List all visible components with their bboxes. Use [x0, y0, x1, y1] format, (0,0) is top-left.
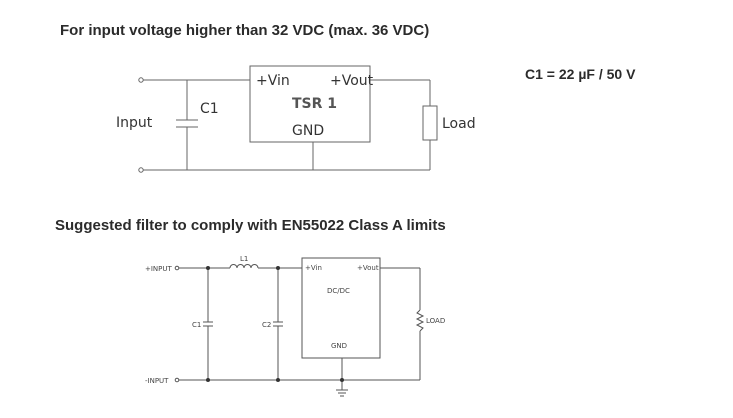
l1-label: L1: [240, 255, 248, 263]
input-terminal-top: [138, 77, 144, 83]
minus-input-terminal: [174, 377, 180, 383]
junction-dot: [276, 266, 280, 270]
module2-name: DC/DC: [327, 287, 350, 295]
capacitor-spec-note: C1 = 22 µF / 50 V: [525, 66, 636, 82]
input-label: Input: [116, 115, 153, 131]
junction-dot: [206, 266, 210, 270]
module-name: TSR 1: [292, 96, 337, 112]
circuit-2: [174, 257, 425, 397]
plus-input-terminal: [174, 265, 180, 271]
tsr1-module-box: [249, 65, 371, 143]
module-vin-label: +Vin: [256, 73, 290, 89]
c1-label: C1: [200, 101, 219, 117]
input-terminal-bottom: [138, 167, 144, 173]
junction-dot: [340, 378, 344, 382]
module2-vin-label: +Vin: [305, 264, 322, 272]
load-resistor-2: [415, 309, 425, 332]
junction-dots: [206, 266, 344, 382]
load-label-2: LOAD: [426, 317, 445, 325]
junction-dot: [276, 378, 280, 382]
inductor-l1: [229, 264, 259, 269]
load-label: Load: [442, 116, 476, 132]
heading-emc-filter: Suggested filter to comply with EN55022 …: [55, 217, 446, 234]
module-gnd-label: GND: [292, 123, 324, 139]
module2-vout-label: +Vout: [357, 264, 379, 272]
minus-input-label: -INPUT: [145, 377, 169, 385]
module-vout-label: +Vout: [330, 73, 374, 89]
module2-gnd-label: GND: [331, 342, 347, 350]
junction-dot: [206, 378, 210, 382]
c1-label-2: C1: [192, 321, 201, 329]
dcdc-module-box: [301, 257, 381, 359]
heading-high-voltage: For input voltage higher than 32 VDC (ma…: [60, 22, 430, 39]
c2-label: C2: [262, 321, 271, 329]
circuit-1: [138, 65, 438, 173]
load-resistor: [422, 105, 438, 141]
plus-input-label: +INPUT: [145, 265, 173, 273]
